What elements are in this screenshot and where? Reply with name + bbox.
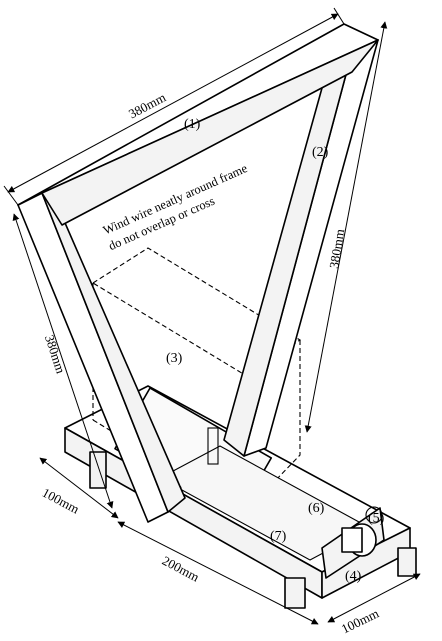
part-3-label: (3) [166, 351, 183, 366]
dim-base-length: 200mm [160, 553, 202, 585]
base-foot-front [284, 577, 306, 609]
post-peg [207, 427, 219, 465]
part-6-label: (6) [308, 501, 325, 516]
part-7-label: (7) [270, 529, 287, 544]
motor-assembly [321, 506, 385, 579]
motor-body [341, 527, 363, 553]
dim-base-end: 100mm [339, 606, 381, 637]
part-4-label: (4) [345, 569, 362, 584]
base-foot-right [397, 547, 417, 577]
dim-left-arm: 380mm [42, 333, 69, 375]
part-1-label: (1) [184, 117, 201, 132]
dim-base-width: 100mm [40, 485, 82, 517]
motor-knob [365, 506, 383, 524]
dim-right-arm: 380mm [326, 228, 347, 270]
part-2-label: (2) [312, 145, 329, 160]
dimension-lines [3, 7, 421, 625]
part-5-label: (5) [368, 511, 385, 526]
